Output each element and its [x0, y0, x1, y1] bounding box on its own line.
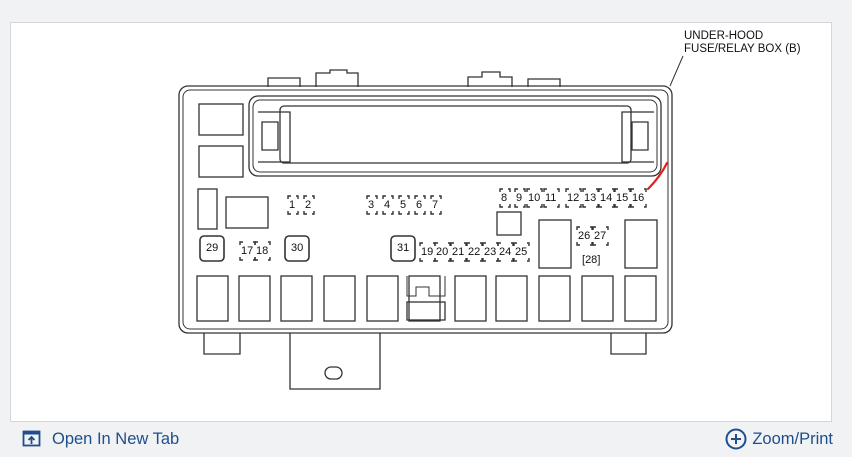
- fuse-number-19: 19: [421, 246, 434, 258]
- fuse-slot-27: [592, 226, 609, 246]
- fuse-number-27: 27: [594, 230, 607, 242]
- fuse-slot-7: [430, 195, 442, 215]
- fuse-slot-14: [598, 188, 615, 208]
- fuse-number-17: 17: [241, 245, 254, 257]
- left-box-4: [225, 196, 269, 229]
- fuse-slot-13: [582, 188, 599, 208]
- fuse-number-25: 25: [515, 246, 528, 258]
- fuse-number-3: 3: [368, 199, 375, 211]
- fuse-slot-24: [497, 242, 514, 262]
- callout-leader: [669, 55, 684, 87]
- connector-inner: [279, 105, 632, 164]
- right-tall-box-2: [624, 219, 658, 269]
- fuse-number-14: 14: [600, 192, 613, 204]
- fuse-slot-3: [366, 195, 378, 215]
- fuse-box-outline: [178, 85, 673, 334]
- fuse-number-13: 13: [584, 192, 597, 204]
- fuse-number-9: 9: [516, 192, 523, 204]
- top-tab-left: [267, 77, 301, 87]
- relay-31-label: 31: [397, 242, 410, 254]
- fuse-number-1: 1: [289, 199, 296, 211]
- mount-bracket: [289, 333, 381, 390]
- fuse-slot-6: [414, 195, 426, 215]
- relay-28-label: [28]: [582, 254, 601, 266]
- diagram-frame: [10, 22, 832, 422]
- top-tab-left-2: [315, 69, 359, 87]
- right-tall-box-1: [538, 219, 572, 269]
- fuse-number-5: 5: [400, 199, 407, 211]
- fuse-box-callout-label: UNDER-HOOD FUSE/RELAY BOX (B): [684, 30, 801, 55]
- fuse-number-23: 23: [484, 246, 497, 258]
- fuse-slot-20: [434, 242, 451, 262]
- zoom-plus-icon: [725, 428, 747, 450]
- bottom-foot-left: [203, 333, 241, 355]
- fuse-slot-10: [526, 188, 543, 208]
- fuse-number-4: 4: [384, 199, 391, 211]
- fuse-slot-21: [450, 242, 467, 262]
- fuse-number-26: 26: [578, 230, 591, 242]
- fuse-slot-8: [499, 188, 511, 208]
- open-in-new-tab-label: Open In New Tab: [52, 429, 180, 448]
- bottom-foot-right: [610, 333, 647, 355]
- open-in-new-tab-button[interactable]: Open In New Tab: [22, 426, 179, 452]
- fuse-number-18: 18: [256, 245, 269, 257]
- fuse-slot-1: [287, 195, 299, 215]
- mid-box: [496, 211, 522, 236]
- top-tab-right-2: [527, 78, 561, 87]
- top-tab-right: [467, 71, 513, 87]
- fuse-slot-9: [514, 188, 526, 208]
- fuse-slot-5: [398, 195, 410, 215]
- relay-30: [284, 235, 310, 262]
- footer-bar: Open In New Tab Zoom/Print: [0, 422, 852, 457]
- fuse-number-11: 11: [545, 192, 557, 204]
- relay-28-number: 28: [585, 254, 598, 266]
- fuse-number-7: 7: [432, 199, 439, 211]
- fuse-slot-2: [303, 195, 315, 215]
- fuse-number-16: 16: [632, 192, 645, 204]
- fuse-number-10: 10: [528, 192, 541, 204]
- zoom-print-label: Zoom/Print: [752, 429, 833, 448]
- fuse-number-15: 15: [616, 192, 629, 204]
- open-in-new-tab-icon: [22, 430, 41, 447]
- fuse-number-20: 20: [436, 246, 449, 258]
- relay-29: [199, 235, 225, 262]
- relay-30-label: 30: [291, 242, 304, 254]
- fuse-number-8: 8: [501, 192, 508, 204]
- fuse-slot-18: [254, 241, 271, 261]
- relay-31: [390, 235, 416, 262]
- mount-hole: [324, 366, 343, 380]
- fuse-slot-25: [513, 242, 530, 262]
- relay-29-label: 29: [206, 242, 219, 254]
- red-marker: [646, 161, 669, 191]
- fuse-slot-26: [576, 226, 593, 246]
- fuse-number-24: 24: [499, 246, 512, 258]
- fuse-slot-11: [543, 188, 560, 208]
- fuse-box-diagram: [178, 55, 684, 390]
- fuse-number-21: 21: [452, 246, 465, 258]
- left-box-3: [197, 188, 218, 230]
- connector-outer: [248, 95, 662, 177]
- zoom-print-button[interactable]: Zoom/Print: [725, 426, 833, 452]
- fuse-slot-22: [466, 242, 483, 262]
- fuse-number-22: 22: [468, 246, 481, 258]
- fuse-slot-4: [382, 195, 394, 215]
- fuse-number-6: 6: [416, 199, 423, 211]
- left-box-2: [198, 145, 244, 178]
- fuse-slot-12: [565, 188, 582, 208]
- fuse-slot-16: [630, 188, 647, 208]
- fuse-slot-15: [614, 188, 631, 208]
- fuse-number-12: 12: [567, 192, 580, 204]
- fuse-number-2: 2: [305, 199, 312, 211]
- left-box-1: [198, 103, 244, 136]
